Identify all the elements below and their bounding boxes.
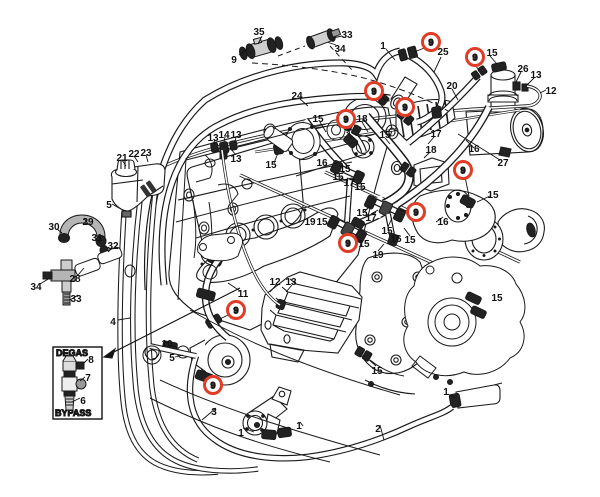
svg-text:8: 8 bbox=[88, 355, 94, 366]
svg-text:13: 13 bbox=[285, 277, 297, 288]
svg-text:15: 15 bbox=[312, 114, 324, 125]
svg-text:16: 16 bbox=[437, 217, 449, 228]
svg-text:9: 9 bbox=[413, 208, 418, 218]
svg-text:18: 18 bbox=[425, 145, 437, 156]
svg-text:11: 11 bbox=[238, 289, 249, 300]
svg-text:6: 6 bbox=[80, 396, 86, 407]
svg-text:29: 29 bbox=[82, 217, 94, 228]
svg-text:5: 5 bbox=[169, 353, 175, 364]
svg-text:16: 16 bbox=[468, 144, 480, 155]
svg-text:33: 33 bbox=[341, 30, 353, 41]
svg-text:18: 18 bbox=[356, 114, 368, 125]
svg-text:27: 27 bbox=[497, 158, 509, 169]
svg-text:17: 17 bbox=[343, 178, 355, 189]
svg-text:15: 15 bbox=[371, 366, 383, 377]
svg-text:19: 19 bbox=[304, 217, 316, 228]
svg-text:26: 26 bbox=[517, 64, 529, 75]
svg-text:4: 4 bbox=[110, 317, 116, 328]
svg-text:17: 17 bbox=[365, 213, 377, 224]
svg-text:32: 32 bbox=[107, 241, 119, 252]
svg-text:10: 10 bbox=[161, 339, 173, 350]
svg-text:28: 28 bbox=[69, 274, 81, 285]
svg-text:12: 12 bbox=[269, 277, 281, 288]
svg-text:17: 17 bbox=[430, 129, 442, 140]
svg-text:20: 20 bbox=[446, 81, 458, 92]
svg-text:24: 24 bbox=[291, 91, 303, 102]
svg-text:9: 9 bbox=[231, 55, 237, 66]
svg-text:9: 9 bbox=[428, 38, 433, 48]
svg-text:13: 13 bbox=[207, 133, 219, 144]
svg-text:35: 35 bbox=[253, 27, 265, 38]
svg-text:9: 9 bbox=[402, 103, 407, 113]
svg-text:25: 25 bbox=[437, 47, 449, 58]
svg-text:9: 9 bbox=[343, 115, 348, 125]
svg-text:15: 15 bbox=[491, 293, 503, 304]
svg-text:22: 22 bbox=[128, 149, 140, 160]
svg-text:15: 15 bbox=[265, 160, 277, 171]
svg-text:30: 30 bbox=[48, 222, 60, 233]
svg-text:5: 5 bbox=[106, 200, 112, 211]
svg-text:13: 13 bbox=[530, 70, 542, 81]
svg-text:9: 9 bbox=[233, 306, 238, 316]
svg-text:9: 9 bbox=[460, 166, 465, 176]
svg-text:34: 34 bbox=[334, 44, 346, 55]
svg-text:15: 15 bbox=[339, 164, 351, 175]
svg-text:9: 9 bbox=[371, 87, 376, 97]
svg-text:15: 15 bbox=[358, 239, 370, 250]
svg-text:1: 1 bbox=[443, 387, 449, 398]
svg-text:1: 1 bbox=[296, 421, 302, 432]
svg-text:34: 34 bbox=[30, 282, 42, 293]
svg-text:15: 15 bbox=[381, 226, 393, 237]
svg-text:7: 7 bbox=[85, 373, 91, 384]
svg-text:21: 21 bbox=[116, 153, 128, 164]
svg-text:16: 16 bbox=[390, 234, 402, 245]
svg-text:9: 9 bbox=[472, 53, 477, 63]
svg-text:15: 15 bbox=[486, 48, 498, 59]
svg-text:15: 15 bbox=[332, 172, 344, 183]
svg-text:1: 1 bbox=[238, 428, 244, 439]
svg-text:15: 15 bbox=[354, 182, 366, 193]
svg-text:31: 31 bbox=[91, 233, 103, 244]
svg-text:19: 19 bbox=[372, 250, 384, 261]
svg-text:15: 15 bbox=[316, 217, 328, 228]
svg-text:12: 12 bbox=[545, 86, 557, 97]
svg-text:16: 16 bbox=[316, 158, 328, 169]
svg-text:15: 15 bbox=[356, 208, 368, 219]
svg-text:33: 33 bbox=[70, 294, 82, 305]
svg-text:15: 15 bbox=[379, 130, 391, 141]
svg-text:9: 9 bbox=[345, 239, 350, 249]
svg-text:BYPASS: BYPASS bbox=[55, 408, 91, 418]
svg-text:13: 13 bbox=[230, 130, 242, 141]
svg-text:2: 2 bbox=[375, 424, 381, 435]
svg-text:13: 13 bbox=[230, 154, 242, 165]
svg-text:1: 1 bbox=[380, 41, 386, 52]
svg-text:23: 23 bbox=[140, 148, 152, 159]
svg-text:15: 15 bbox=[404, 235, 416, 246]
svg-text:DEGAS: DEGAS bbox=[56, 348, 88, 358]
svg-text:14: 14 bbox=[218, 130, 230, 141]
svg-text:3: 3 bbox=[211, 407, 217, 418]
svg-text:9: 9 bbox=[210, 381, 215, 391]
svg-text:15: 15 bbox=[487, 190, 499, 201]
